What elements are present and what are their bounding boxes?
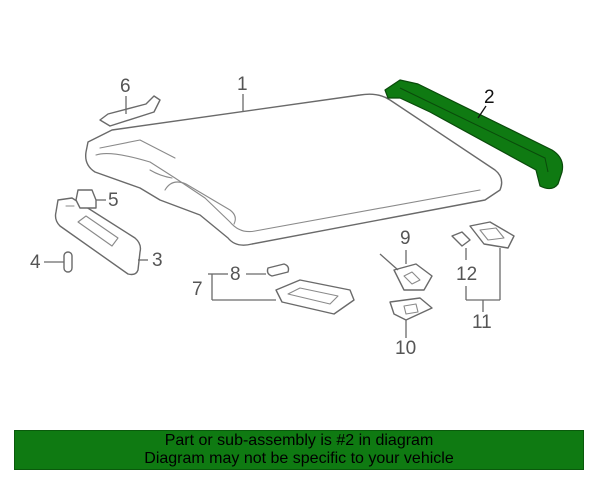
lamp-lens xyxy=(389,297,433,321)
callout-6: 6 xyxy=(120,76,131,97)
parts-diagram: 1 2 3 4 5 6 7 8 9 10 11 12 xyxy=(30,74,564,359)
rear-trim-panel xyxy=(384,79,564,190)
part-notice-banner: Part or sub-assembly is #2 in diagram Di… xyxy=(14,430,584,470)
map-lamp-assembly xyxy=(379,253,433,291)
callout-5: 5 xyxy=(108,190,119,211)
visor-clip xyxy=(75,189,97,209)
assist-grip xyxy=(99,95,161,127)
callout-1: 1 xyxy=(237,74,248,95)
callout-12: 12 xyxy=(456,264,477,285)
callout-10: 10 xyxy=(395,338,416,359)
callout-9: 9 xyxy=(400,228,411,249)
banner-line-2: Diagram may not be specific to your vehi… xyxy=(144,450,454,467)
leader-lines xyxy=(44,94,501,338)
callout-2: 2 xyxy=(484,87,495,108)
callout-11: 11 xyxy=(472,312,492,333)
callout-8: 8 xyxy=(230,264,241,285)
reading-lamp xyxy=(469,221,515,249)
dome-lamp xyxy=(275,279,355,315)
callout-3: 3 xyxy=(152,250,163,271)
lamp-switch xyxy=(451,231,471,247)
dome-lamp-bulb xyxy=(266,263,290,277)
visor-pin xyxy=(63,251,73,273)
headliner-panel xyxy=(85,93,503,246)
callout-7: 7 xyxy=(192,279,203,300)
banner-line-1: Part or sub-assembly is #2 in diagram xyxy=(164,432,434,449)
callout-4: 4 xyxy=(30,252,41,273)
sun-visor xyxy=(54,197,142,276)
